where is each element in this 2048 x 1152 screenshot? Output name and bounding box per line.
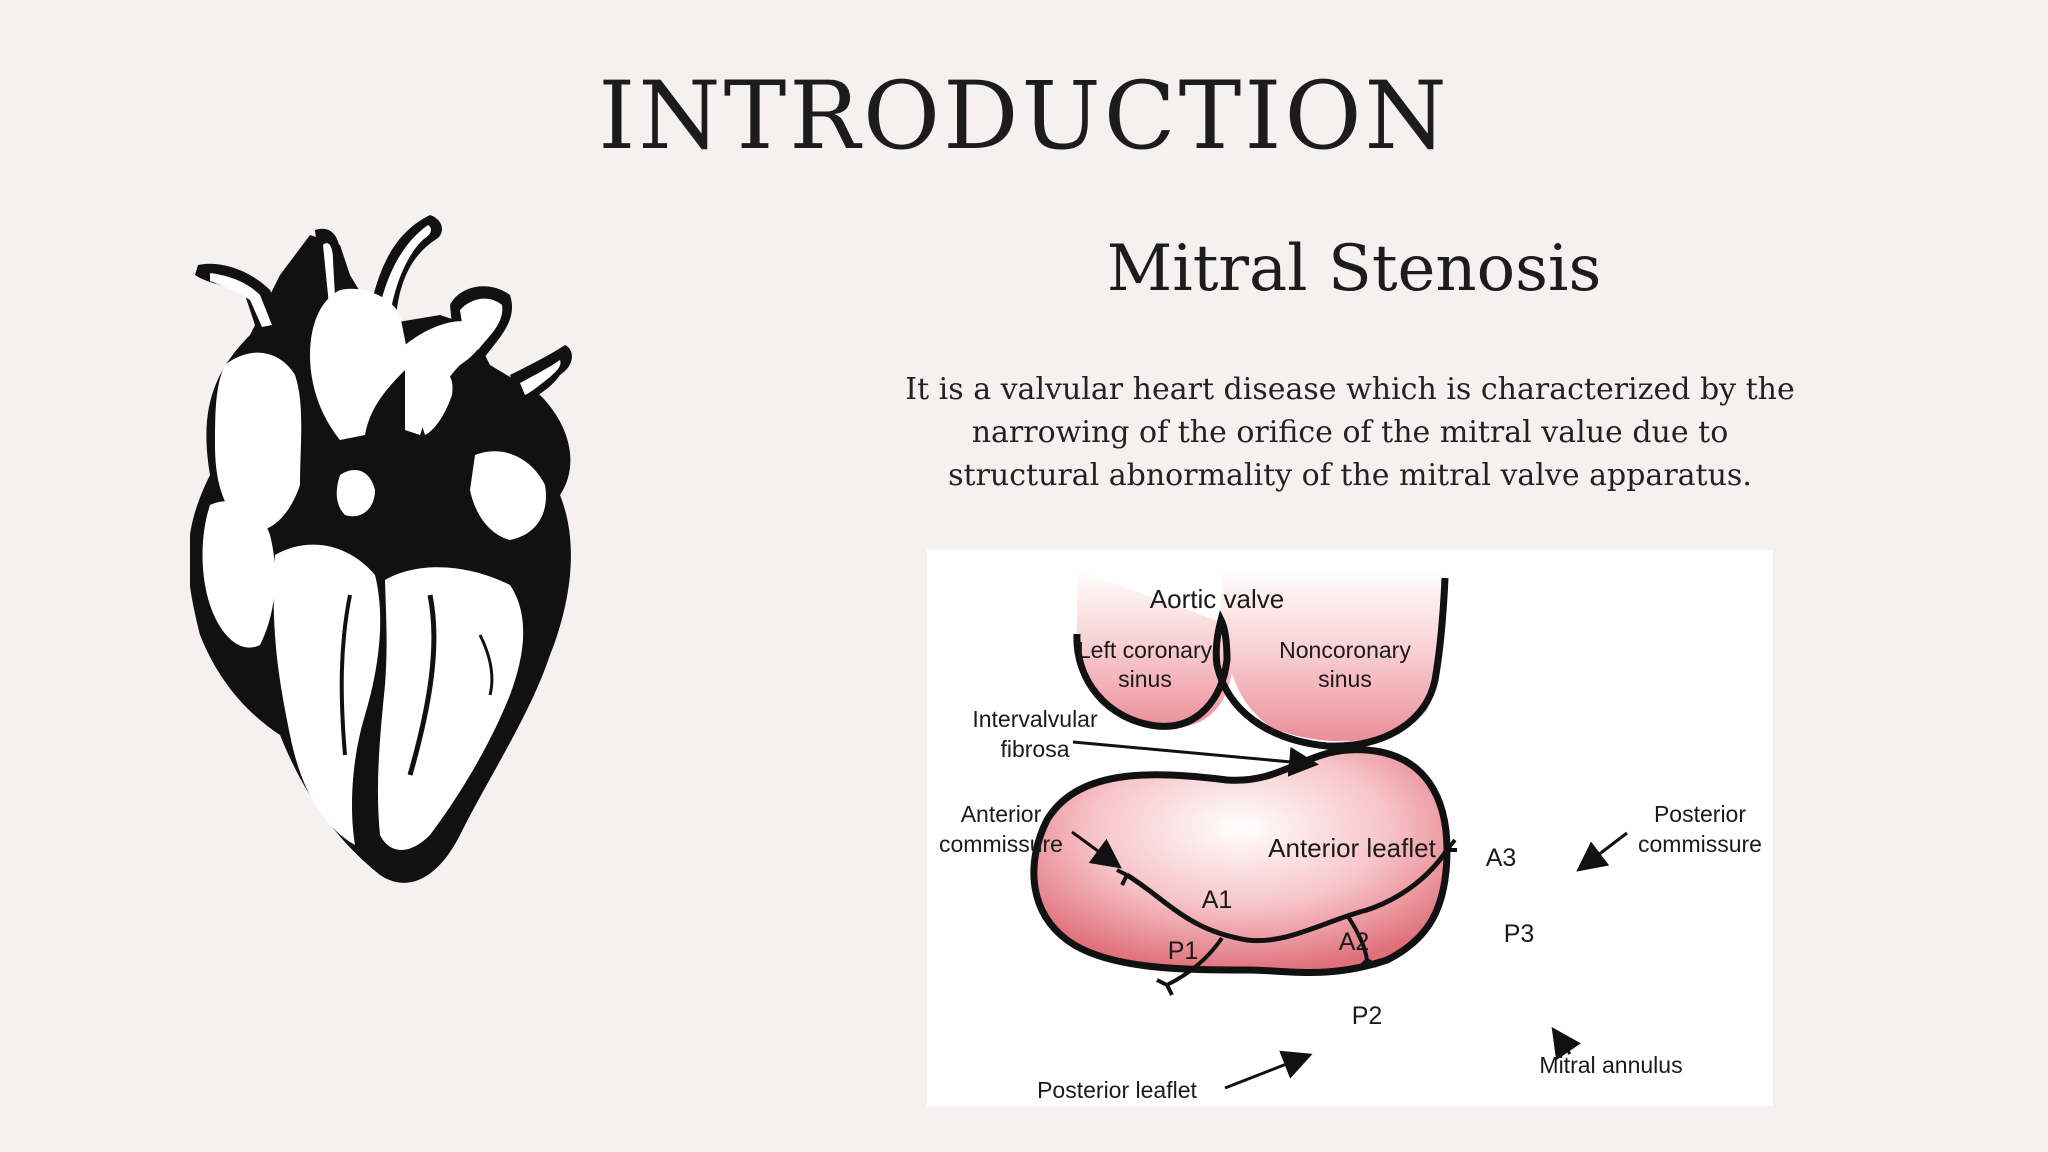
label-posterior-comm-2: commissure [1638, 831, 1762, 857]
label-intervalvular-2: fibrosa [1000, 736, 1069, 762]
label-noncoronary-2: sinus [1318, 666, 1372, 692]
label-a1: A1 [1202, 886, 1233, 914]
slide-description: It is a valvular heart disease which is … [900, 368, 1800, 497]
slide-subtitle: Mitral Stenosis [924, 232, 1784, 306]
label-posterior-comm-1: Posterior [1654, 801, 1746, 827]
label-anterior-comm-2: commissure [939, 831, 1063, 857]
label-mitral-annulus: Mitral annulus [1539, 1052, 1682, 1078]
label-intervalvular-1: Intervalvular [972, 706, 1098, 732]
label-left-coronary-2: sinus [1118, 666, 1172, 692]
mitral-valve-diagram: Aortic valve Left coronary sinus Noncoro… [927, 550, 1773, 1106]
label-p3: P3 [1504, 920, 1535, 948]
label-left-coronary-1: Left coronary [1078, 637, 1213, 663]
label-a2: A2 [1339, 928, 1370, 956]
label-anterior-leaflet: Anterior leaflet [1268, 833, 1436, 863]
label-p1: P1 [1168, 937, 1199, 965]
label-aortic-valve: Aortic valve [1150, 584, 1284, 614]
label-noncoronary-1: Noncoronary [1279, 637, 1411, 663]
heart-icon [190, 215, 630, 890]
slide-title: INTRODUCTION [0, 62, 2048, 171]
label-anterior-comm-1: Anterior [961, 801, 1042, 827]
label-p2: P2 [1352, 1002, 1383, 1030]
label-posterior-leaflet: Posterior leaflet [1037, 1077, 1197, 1103]
label-a3: A3 [1486, 844, 1517, 872]
